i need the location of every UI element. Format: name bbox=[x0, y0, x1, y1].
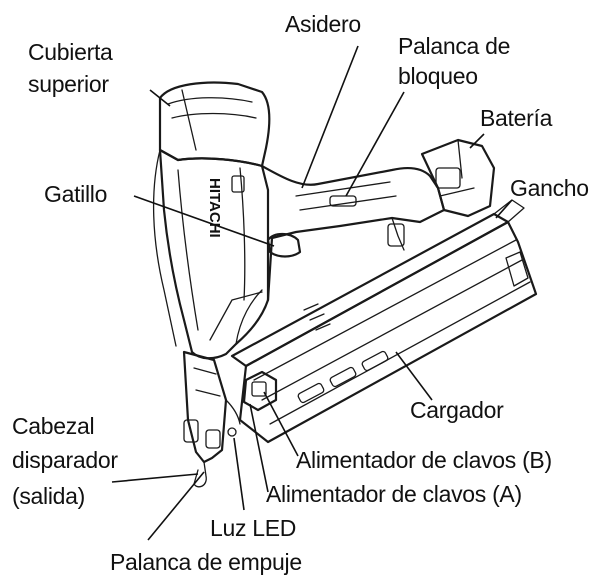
nose-shape bbox=[182, 350, 241, 488]
nail-pusher-shape bbox=[242, 370, 278, 412]
leader-gancho bbox=[495, 199, 513, 219]
leader-cargador bbox=[395, 351, 433, 401]
label-bateria: Batería bbox=[480, 105, 553, 131]
label-cubierta-line2: superior bbox=[28, 71, 109, 97]
leader-palanca-empuje bbox=[147, 471, 205, 541]
label-cargador: Cargador bbox=[410, 397, 504, 423]
main-body-shape bbox=[152, 148, 270, 360]
top-cover-shape bbox=[158, 81, 271, 168]
label-gancho: Gancho bbox=[510, 175, 589, 201]
label-gatillo: Gatillo bbox=[44, 181, 108, 207]
leader-palanca-bloqueo bbox=[345, 91, 405, 197]
label-luz-led: Luz LED bbox=[210, 515, 297, 541]
leader-luz-led bbox=[233, 437, 245, 511]
brand-text: HITACHI bbox=[206, 178, 223, 238]
label-cabezal-line3: (salida) bbox=[12, 483, 86, 509]
label-palanca-bloqueo-line1: Palanca de bbox=[398, 33, 511, 59]
leader-asidero bbox=[301, 45, 359, 189]
leader-cubierta bbox=[149, 89, 171, 107]
leader-bateria bbox=[469, 133, 485, 149]
leader-alimentador-b bbox=[263, 391, 299, 457]
label-asidero: Asidero bbox=[285, 11, 361, 37]
label-cubierta-line1: Cubierta bbox=[28, 39, 113, 65]
label-alimentador-b: Alimentador de clavos (B) bbox=[296, 447, 552, 473]
leader-alimentador-a bbox=[249, 403, 269, 493]
label-alimentador-a: Alimentador de clavos (A) bbox=[266, 481, 522, 507]
label-cabezal-line1: Cabezal bbox=[12, 413, 95, 439]
battery-shape bbox=[420, 138, 496, 218]
label-cabezal-line2: disparador bbox=[12, 447, 118, 473]
magazine-shape bbox=[230, 199, 538, 444]
leader-gatillo bbox=[133, 195, 275, 247]
trigger-shape bbox=[266, 232, 302, 258]
label-palanca-empuje: Palanca de empuje bbox=[110, 549, 302, 575]
leader-cabezal bbox=[111, 473, 199, 483]
label-palanca-bloqueo-line2: bloqueo bbox=[398, 63, 478, 89]
handle-shape bbox=[260, 164, 446, 302]
